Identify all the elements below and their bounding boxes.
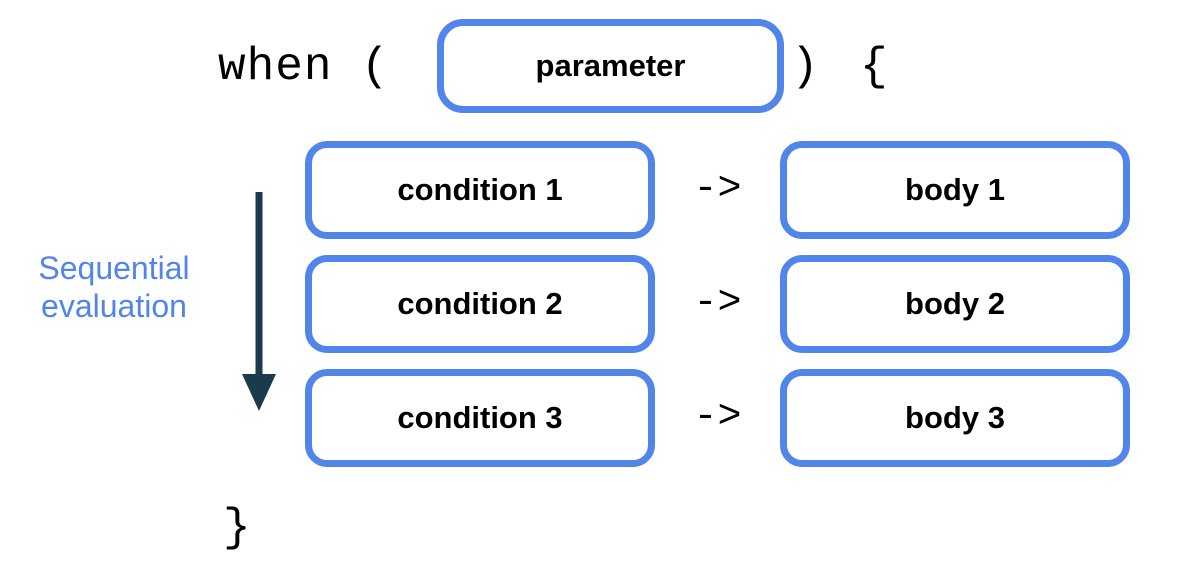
down-arrow-icon [242, 192, 276, 411]
body-box-2[interactable]: body 2 [780, 255, 1130, 353]
when-keyword-text: when ( [218, 41, 390, 93]
parameter-box[interactable]: parameter [437, 19, 784, 113]
sequential-evaluation-line-1: Sequential [38, 250, 190, 286]
body-box-3[interactable]: body 3 [780, 369, 1130, 467]
condition-box-1[interactable]: condition 1 [305, 141, 655, 239]
condition-label-2: condition 2 [397, 286, 563, 321]
parameter-label: parameter [535, 48, 686, 83]
condition-label-1: condition 1 [397, 172, 563, 207]
body-label-1: body 1 [905, 172, 1005, 207]
opening-brace-text: { [860, 41, 888, 93]
body-box-1[interactable]: body 1 [780, 141, 1130, 239]
maps-to-arrow-2: -> [693, 281, 742, 326]
closing-paren-text: ) [791, 41, 819, 93]
maps-to-arrow-1: -> [693, 167, 742, 212]
sequential-evaluation-line-2: evaluation [41, 287, 187, 324]
closing-brace-text: } [223, 502, 251, 554]
condition-box-2[interactable]: condition 2 [305, 255, 655, 353]
body-label-3: body 3 [905, 400, 1005, 435]
condition-box-3[interactable]: condition 3 [305, 369, 655, 467]
sequential-evaluation-label: Sequential evaluation [0, 250, 228, 326]
maps-to-arrow-3: -> [693, 395, 742, 440]
condition-label-3: condition 3 [397, 400, 563, 435]
body-label-2: body 2 [905, 286, 1005, 321]
